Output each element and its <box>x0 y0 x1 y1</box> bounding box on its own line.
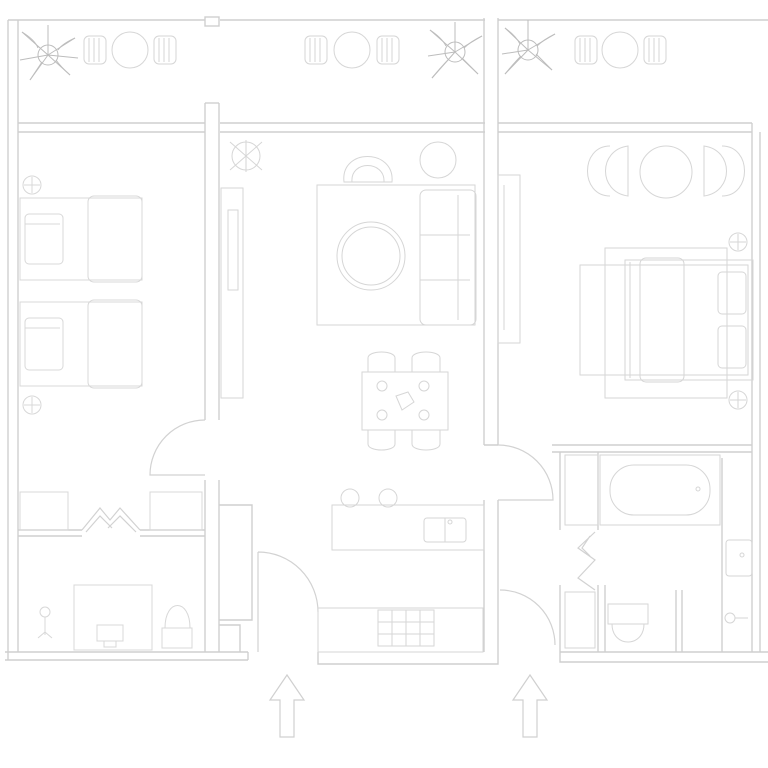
kitchen-counter <box>317 607 484 653</box>
bar-stool <box>378 488 398 508</box>
kitchen-island <box>331 504 485 551</box>
walls <box>5 16 768 665</box>
sink-icon <box>725 539 753 577</box>
arrow-up-icon <box>268 673 306 738</box>
floor-lamp-icon <box>37 606 53 639</box>
armchair-icon <box>343 156 393 183</box>
armchair-icon <box>703 145 745 197</box>
bath-cabinet <box>564 591 596 649</box>
right-bedroom <box>579 145 754 410</box>
potted-plant-icon <box>427 22 483 79</box>
tv-screen <box>227 209 239 291</box>
bathtub-icon <box>599 454 721 526</box>
coffee-table <box>336 221 406 291</box>
toilet-icon <box>607 603 649 643</box>
single-bed-icon <box>19 195 143 283</box>
floor-lamp-icon <box>22 175 42 195</box>
low-cabinet <box>149 491 203 531</box>
stove-icon <box>377 609 435 647</box>
door-entry-left <box>257 551 319 652</box>
side-table <box>419 141 457 179</box>
wardrobe-bifold-doors <box>81 507 141 533</box>
doors <box>81 419 596 652</box>
floor-lamp-icon <box>728 390 748 410</box>
low-cabinet <box>19 491 69 531</box>
sink-icon <box>423 517 467 543</box>
potted-plant-icon <box>501 20 556 75</box>
utility-room <box>37 584 193 651</box>
door-center-bedroom-right <box>497 444 554 501</box>
armchair-icon <box>587 145 629 197</box>
side-table <box>639 145 693 199</box>
terrace-table-set-left <box>83 31 177 69</box>
left-bedroom <box>19 175 203 651</box>
toilet-icon <box>161 605 193 649</box>
dining-set <box>361 351 449 451</box>
shower-icon <box>724 612 748 624</box>
tall-cabinet <box>497 174 521 344</box>
floor-lamp-icon <box>22 395 42 415</box>
door-left-bedroom <box>149 419 206 476</box>
living-area <box>220 140 521 653</box>
entrance-arrows <box>268 673 549 738</box>
arrow-up-icon <box>511 673 549 738</box>
rug <box>316 184 476 326</box>
bathroom-bifold-doors <box>577 531 596 591</box>
terrace-table-set-center <box>304 31 400 69</box>
bathroom <box>564 454 753 649</box>
floor-lamp-icon <box>229 140 263 172</box>
rug <box>604 247 728 399</box>
sofa-icon <box>419 189 477 326</box>
tv-unit <box>220 187 244 399</box>
single-bed-icon <box>19 299 143 389</box>
floor-lamp-icon <box>728 232 748 252</box>
bath-cabinet <box>564 454 599 526</box>
double-bed-icon <box>579 257 754 383</box>
terrace-table-set-right <box>574 31 667 69</box>
potted-plant-icon <box>19 25 79 81</box>
terrace <box>19 20 667 81</box>
door-entry-right <box>499 589 556 646</box>
bar-stool <box>340 488 360 508</box>
